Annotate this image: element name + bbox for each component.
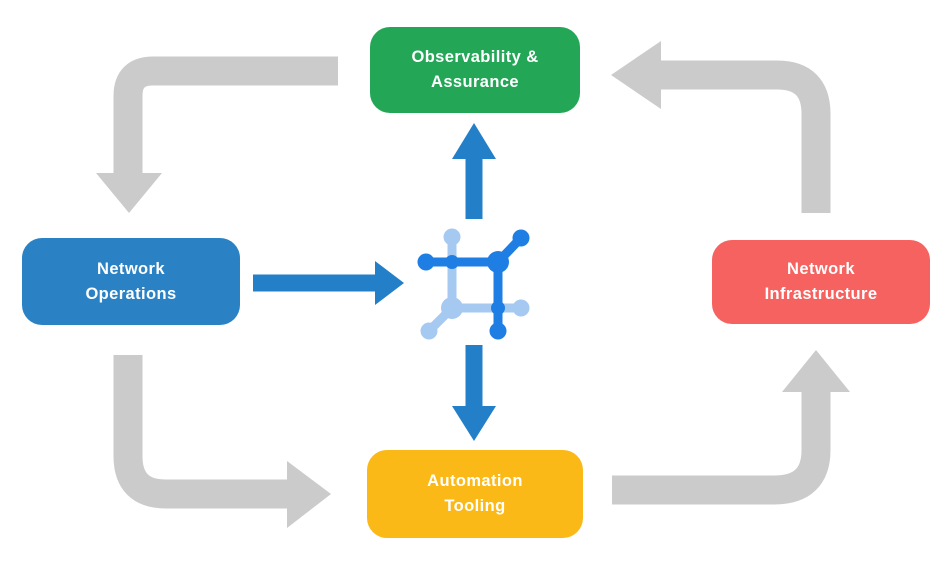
node-network-operations-label: Network Operations xyxy=(85,259,177,303)
flow-arrow-observability-to-operations xyxy=(96,56,338,213)
flow-arrow-tooling-to-infrastructure xyxy=(612,350,850,505)
arrow-head-right-icon xyxy=(375,261,404,305)
network-fabric-icon-dark-branch xyxy=(417,229,530,340)
node-network-infrastructure: Network Infrastructure xyxy=(712,240,930,324)
icon-node xyxy=(443,228,461,246)
flow-arrow-operations-to-center xyxy=(253,261,404,305)
node-automation-tooling: Automation Tooling xyxy=(367,450,583,538)
arrow-head-up-icon xyxy=(452,123,496,159)
flow-arrow-operations-to-tooling xyxy=(113,355,331,528)
icon-node xyxy=(491,301,505,315)
arrow-head-down-icon xyxy=(452,406,496,441)
arrow-head-up-icon xyxy=(782,350,850,392)
icon-node xyxy=(445,255,459,269)
node-automation-tooling-label: Automation Tooling xyxy=(427,472,523,515)
node-network-operations: Network Operations xyxy=(22,238,240,325)
node-network-infrastructure-label: Network Infrastructure xyxy=(764,260,878,303)
arrow-head-left-icon xyxy=(611,41,661,109)
flow-arrow-center-to-tooling xyxy=(452,345,496,441)
arrow-shaft xyxy=(659,60,831,213)
icon-node xyxy=(512,299,530,317)
flow-arrow-infrastructure-to-observability xyxy=(611,41,831,213)
icon-node xyxy=(489,322,507,340)
icon-node xyxy=(441,297,463,319)
icon-node xyxy=(417,253,435,271)
arrow-head-right-icon xyxy=(287,461,331,528)
arrow-head-down-icon xyxy=(96,173,162,213)
node-observability-assurance: Observability & Assurance xyxy=(370,27,580,113)
arrow-shaft xyxy=(113,355,289,509)
arrow-shaft xyxy=(113,56,338,176)
icon-node xyxy=(420,322,438,340)
network-fabric-icon xyxy=(417,228,530,340)
flow-arrow-center-to-observability xyxy=(452,123,496,219)
icon-node xyxy=(512,229,530,247)
icon-node xyxy=(487,251,509,273)
node-observability-assurance-label: Observability & Assurance xyxy=(411,48,539,91)
arrow-shaft xyxy=(612,391,831,505)
